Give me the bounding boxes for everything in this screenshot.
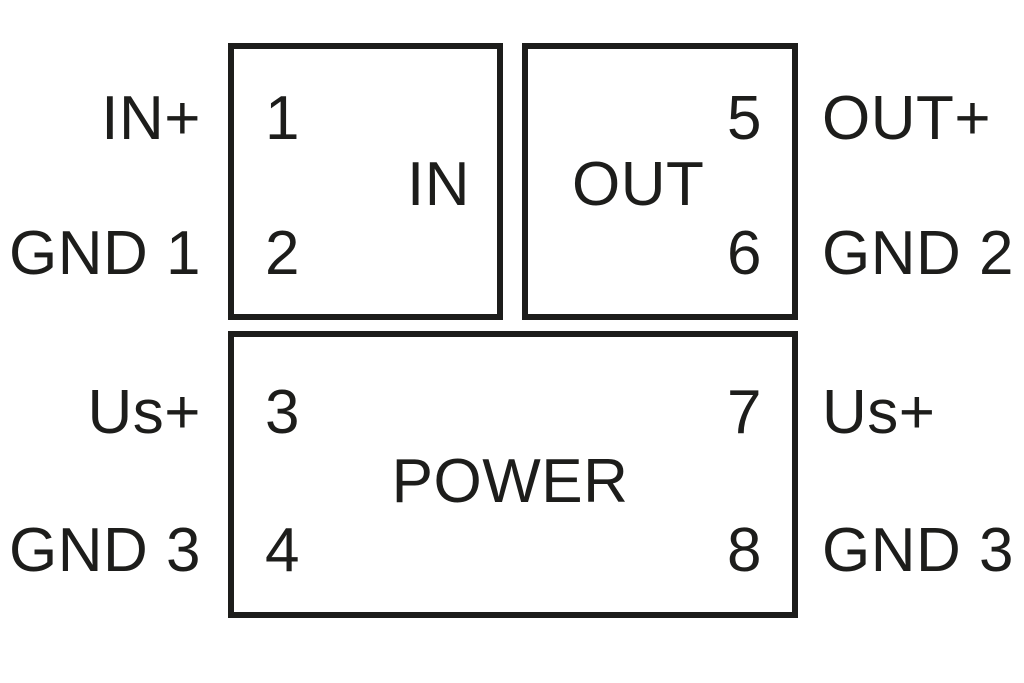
pin-8-number: 8 — [727, 516, 762, 585]
out-block-label: OUT — [572, 150, 705, 219]
pin-1-number: 1 — [265, 84, 300, 153]
pin-5-terminal-label: OUT+ — [822, 84, 992, 153]
out-block-outline — [522, 43, 798, 320]
power-block-outline — [228, 331, 798, 618]
pin-4-number: 4 — [265, 516, 300, 585]
pin-3-terminal-label: Us+ — [87, 378, 201, 447]
pin-5-number: 5 — [727, 84, 762, 153]
pin-3-number: 3 — [265, 378, 300, 447]
pin-4-terminal-label: GND 3 — [9, 516, 201, 585]
pin-6-number: 6 — [727, 219, 762, 288]
pin-6-terminal-label: GND 2 — [822, 219, 1014, 288]
in-block-outline — [228, 43, 503, 320]
pin-1-terminal-label: IN+ — [101, 84, 201, 153]
pin-7-terminal-label: Us+ — [822, 378, 936, 447]
pin-7-number: 7 — [727, 378, 762, 447]
pin-2-terminal-label: GND 1 — [9, 219, 201, 288]
pin-2-number: 2 — [265, 219, 300, 288]
pin-8-terminal-label: GND 3 — [822, 516, 1014, 585]
in-block-label: IN — [407, 150, 470, 219]
power-block-label: POWER — [391, 447, 629, 516]
